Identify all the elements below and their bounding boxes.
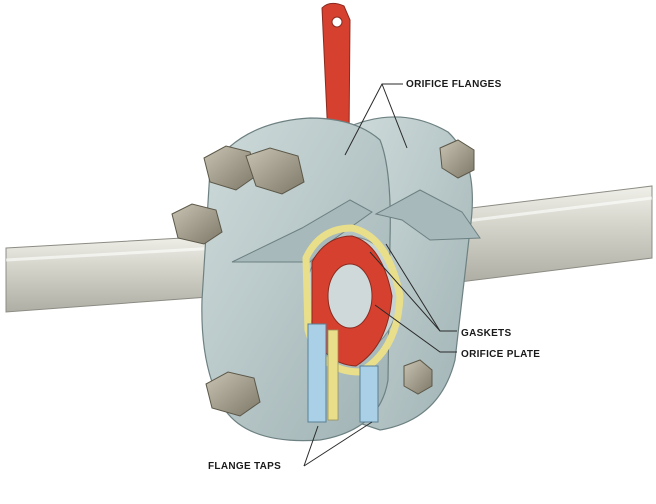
leader-orifice-flange-right xyxy=(381,83,408,149)
leader-flange-tap-1 xyxy=(303,425,319,467)
label-orifice-flanges: ORIFICE FLANGES xyxy=(406,79,502,90)
leader-gasket-2 xyxy=(385,243,441,332)
bolt-top-right xyxy=(439,139,475,179)
label-orifice-plate: ORIFICE PLATE xyxy=(461,349,541,360)
leader-flange-tap-2 xyxy=(303,421,373,467)
orifice-plate-handle xyxy=(321,2,351,139)
bolt-top-left xyxy=(203,145,305,195)
callout-lines xyxy=(303,83,457,467)
bolt-mid-left xyxy=(171,203,223,245)
leader-orifice-plate xyxy=(374,304,457,353)
flange-taps xyxy=(307,323,379,423)
label-gaskets: GASKETS xyxy=(461,328,512,339)
flange-cutaway-top xyxy=(231,189,481,263)
bolt-bottom-left xyxy=(205,371,261,417)
label-flange-taps: FLANGE TAPS xyxy=(208,461,282,472)
pipe-right xyxy=(454,185,653,283)
bolt-bottom-right xyxy=(403,359,433,395)
pipe-left xyxy=(5,235,223,313)
